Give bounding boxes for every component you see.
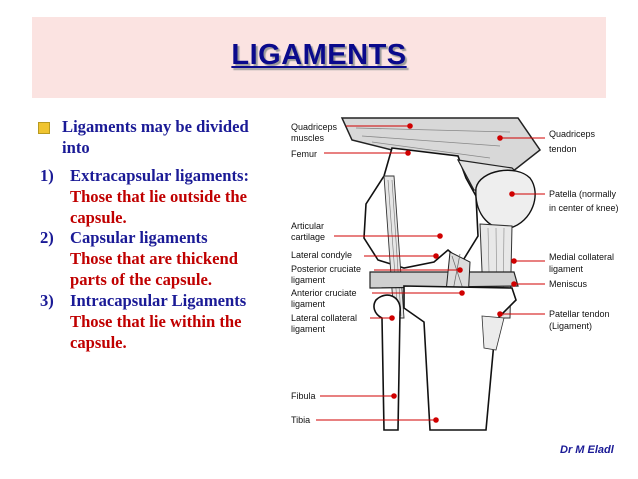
label-femur: Femur	[291, 149, 317, 159]
point-3-line-2: capsule.	[70, 333, 127, 352]
point-2-heading: Capsular ligaments	[70, 228, 208, 247]
label-patellar-tendon-2: (Ligament)	[549, 321, 592, 331]
meniscus	[369, 271, 519, 289]
label-lateral-collateral-2: ligament	[291, 324, 326, 334]
point-2-line-2: parts of the capsule.	[70, 270, 212, 289]
point-3-line-1: Those that lie within the	[70, 312, 242, 331]
label-patella-1: Patella (normally	[549, 189, 617, 199]
label-quadriceps-tendon-1: Quadriceps	[549, 129, 596, 139]
point-1-line-1: Those that lie outside the	[70, 187, 248, 206]
label-quadriceps-muscles-2: muscles	[291, 133, 325, 143]
point-1-line-2: capsule.	[70, 208, 127, 227]
label-anterior-cruciate-2: ligament	[291, 299, 326, 309]
label-patella-2: in center of knee)	[549, 203, 619, 213]
label-anterior-cruciate-1: Anterior cruciate	[291, 288, 357, 298]
point-3-heading: Intracapsular Ligaments	[70, 291, 247, 310]
label-meniscus: Meniscus	[549, 279, 588, 289]
slide-title: LIGAMENTS	[231, 39, 407, 71]
point-1-heading: Extracapsular ligaments:	[70, 166, 249, 185]
label-patellar-tendon-1: Patellar tendon	[549, 309, 610, 319]
square-bullet-icon	[38, 122, 50, 134]
label-articular-cartilage-2: cartilage	[291, 232, 325, 242]
label-lateral-condyle: Lateral condyle	[291, 250, 352, 260]
label-posterior-cruciate-2: ligament	[291, 275, 326, 285]
intro-line-1: Ligaments may be divided	[62, 117, 249, 136]
intro-line-2: into	[62, 138, 90, 157]
label-posterior-cruciate-1: Posterior cruciate	[291, 264, 361, 274]
fibula-bone	[373, 294, 401, 431]
label-articular-cartilage-1: Articular	[291, 221, 324, 231]
point-2-line-1: Those that are thickend	[70, 249, 238, 268]
point-3-number: 3)	[40, 291, 54, 310]
author-credit: Dr M Eladl	[560, 444, 614, 456]
label-tibia: Tibia	[291, 415, 310, 425]
patella	[475, 169, 536, 230]
label-lateral-collateral-1: Lateral collateral	[291, 313, 357, 323]
label-medial-collateral-2: ligament	[549, 264, 584, 274]
body-text: Ligaments may be divided into 1) Extraca…	[0, 0, 300, 479]
point-2-number: 2)	[40, 228, 54, 247]
point-1-number: 1)	[40, 166, 54, 185]
label-quadriceps-tendon-2: tendon	[549, 144, 577, 154]
tibia-bone	[403, 285, 517, 431]
label-quadriceps-muscles-1: Quadriceps	[291, 122, 338, 132]
title-banner: LIGAMENTS	[32, 17, 606, 98]
label-medial-collateral-1: Medial collateral	[549, 252, 614, 262]
label-fibula: Fibula	[291, 391, 316, 401]
